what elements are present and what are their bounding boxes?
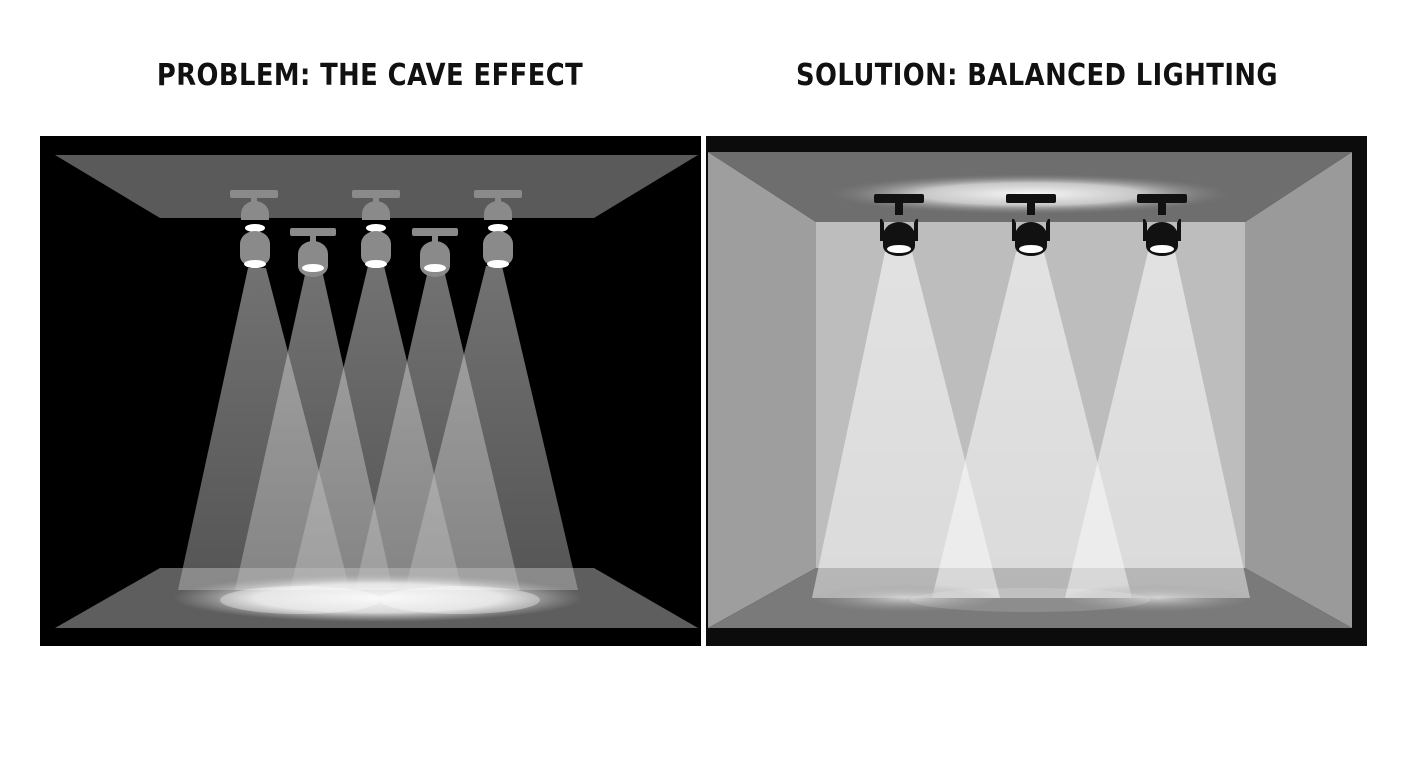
problem-floor-pool — [220, 586, 380, 614]
problem-floor-pool — [380, 586, 540, 614]
problem-fixtures — [230, 190, 522, 277]
solution-fixtures — [874, 194, 1187, 256]
problem-title: PROBLEM: THE CAVE EFFECT — [156, 58, 584, 93]
solution-right-wall — [1245, 152, 1352, 628]
solution-floor-pool — [1063, 584, 1253, 612]
track-light-icon — [352, 190, 400, 268]
track-light-icon — [290, 228, 336, 277]
problem-light-beams — [178, 266, 578, 590]
track-light-icon — [1006, 194, 1056, 256]
solution-floor-pool — [910, 588, 1150, 612]
problem-beam — [405, 266, 578, 590]
track-light-icon — [874, 194, 924, 256]
problem-ceiling — [55, 155, 698, 218]
problem-floor-pools — [173, 574, 583, 622]
solution-floor-pool — [810, 584, 1000, 612]
solution-light-beams — [812, 252, 1250, 598]
solution-beam — [1065, 252, 1250, 598]
problem-floor-pool — [173, 574, 583, 622]
solution-beam — [932, 252, 1132, 598]
solution-room — [706, 136, 1367, 646]
solution-left-wall — [708, 152, 816, 628]
track-light-icon — [1137, 194, 1187, 256]
problem-room — [40, 136, 701, 646]
track-light-icon — [474, 190, 522, 268]
solution-floor-pools — [810, 584, 1253, 612]
track-light-icon — [230, 190, 278, 268]
solution-title: SOLUTION: BALANCED LIGHTING — [795, 58, 1278, 93]
track-light-icon — [412, 228, 458, 277]
